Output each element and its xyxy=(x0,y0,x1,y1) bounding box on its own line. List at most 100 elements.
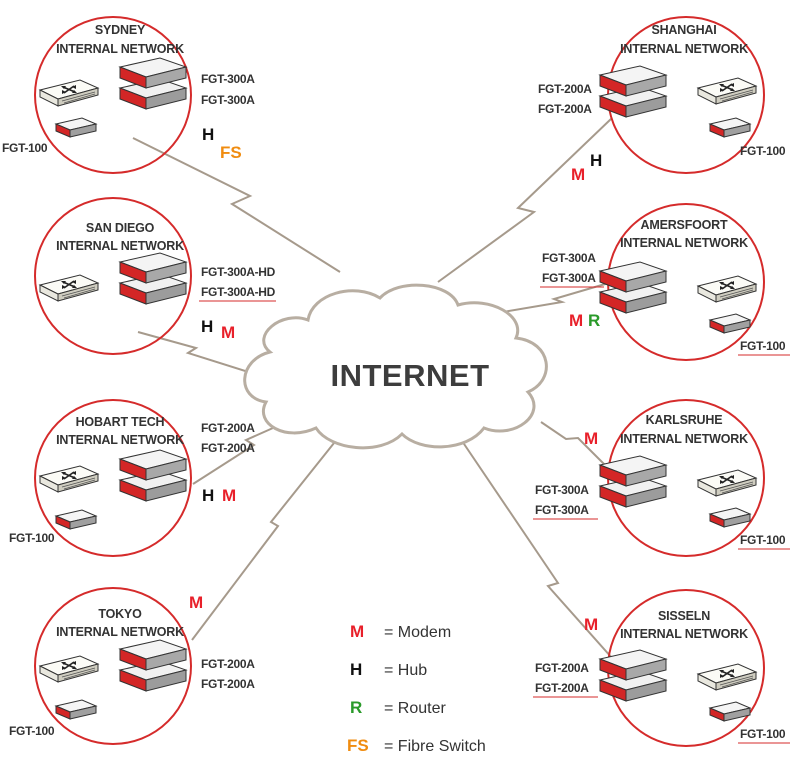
switch-icon xyxy=(697,469,757,497)
legend-text: = Modem xyxy=(384,624,451,641)
legend-text: = Router xyxy=(384,700,446,717)
site-title: TOKYO xyxy=(98,607,142,621)
firewall-small-icon xyxy=(55,699,97,720)
link-karlsruhe xyxy=(540,421,607,467)
small-model-label: FGT-100 xyxy=(740,727,786,741)
small-model-label: FGT-100 xyxy=(2,141,48,155)
model-label: FGT-200A xyxy=(201,421,255,435)
legend-code: R xyxy=(350,698,362,717)
model-label: FGT-300A xyxy=(201,93,255,107)
router-code: R xyxy=(588,311,600,330)
firewall-small-icon xyxy=(709,701,751,722)
model-label: FGT-200A xyxy=(201,657,255,671)
model-label: FGT-300A xyxy=(542,271,596,285)
firewall-small-icon xyxy=(709,313,751,334)
firewall-pair-icon xyxy=(599,649,667,702)
small-model-label: FGT-100 xyxy=(9,531,55,545)
legend-code: FS xyxy=(347,736,369,755)
link-san-diego xyxy=(137,331,259,376)
site-hobart-tech: HOBART TECH INTERNAL NETWORK FGT-200A FG… xyxy=(9,399,256,557)
model-label: FGT-300A-HD xyxy=(201,265,276,279)
model-label: FGT-200A xyxy=(201,677,255,691)
small-model-label: FGT-100 xyxy=(740,533,786,547)
firewall-small-icon xyxy=(709,507,751,528)
firewall-small-icon xyxy=(55,117,97,138)
model-label: FGT-200A xyxy=(201,441,255,455)
modem-code: M xyxy=(221,323,235,342)
modem-code: M xyxy=(569,311,583,330)
internet-cloud: INTERNET xyxy=(243,283,548,450)
model-label: FGT-200A xyxy=(535,681,589,695)
switch-icon xyxy=(39,79,99,107)
switch-icon xyxy=(697,663,757,691)
site-subtitle: INTERNAL NETWORK xyxy=(56,433,184,447)
switch-icon xyxy=(697,275,757,303)
site-subtitle: INTERNAL NETWORK xyxy=(56,42,184,56)
model-label: FGT-300A xyxy=(535,483,589,497)
link-shanghai xyxy=(437,117,613,283)
firewall-small-icon xyxy=(709,117,751,138)
site-sydney: SYDNEY INTERNAL NETWORK FGT-300A FGT-300… xyxy=(2,16,256,174)
model-label: FGT-300A-HD xyxy=(201,285,276,299)
firewall-pair-icon xyxy=(119,449,187,502)
site-title: SISSELN xyxy=(658,609,710,623)
site-title: AMERSFOORT xyxy=(641,218,728,232)
model-label: FGT-300A xyxy=(535,503,589,517)
switch-icon xyxy=(697,77,757,105)
hub-code: H xyxy=(202,125,214,144)
modem-code: M xyxy=(571,165,585,184)
site-title: SAN DIEGO xyxy=(86,221,155,235)
site-amersfoort: AMERSFOORT INTERNAL NETWORK FGT-300A FGT… xyxy=(540,203,790,361)
modem-code: M xyxy=(584,429,598,448)
firewall-small-icon xyxy=(55,509,97,530)
legend-text: = Fibre Switch xyxy=(384,738,486,755)
legend-code: M xyxy=(350,622,364,641)
site-subtitle: INTERNAL NETWORK xyxy=(620,42,748,56)
model-label: FGT-200A xyxy=(538,102,592,116)
site-sisseln: SISSELN INTERNAL NETWORK FGT-200A FGT-20… xyxy=(533,589,790,747)
small-model-label: FGT-100 xyxy=(740,339,786,353)
legend-text: = Hub xyxy=(384,662,427,679)
legend: M = Modem H = Hub R = Router FS = Fibre … xyxy=(347,622,486,755)
site-subtitle: INTERNAL NETWORK xyxy=(56,625,184,639)
model-label: FGT-200A xyxy=(538,82,592,96)
modem-code: M xyxy=(584,615,598,634)
firewall-pair-icon xyxy=(119,639,187,692)
hub-code: H xyxy=(202,486,214,505)
switch-icon xyxy=(39,655,99,683)
hub-code: H xyxy=(201,317,213,336)
site-title: SYDNEY xyxy=(95,23,146,37)
hub-code: H xyxy=(590,151,602,170)
link-sisseln xyxy=(459,437,613,659)
legend-code: H xyxy=(350,660,362,679)
site-subtitle: INTERNAL NETWORK xyxy=(620,236,748,250)
site-tokyo: TOKYO INTERNAL NETWORK FGT-200A FGT-200A… xyxy=(9,587,256,745)
model-label: FGT-300A xyxy=(542,251,596,265)
small-model-label: FGT-100 xyxy=(740,144,786,158)
link-tokyo xyxy=(191,437,339,641)
site-karlsruhe: KARLSRUHE INTERNAL NETWORK FGT-300A FGT-… xyxy=(533,399,790,557)
firewall-pair-icon xyxy=(119,252,187,305)
site-subtitle: INTERNAL NETWORK xyxy=(56,239,184,253)
link-amersfoort xyxy=(496,281,613,314)
site-subtitle: INTERNAL NETWORK xyxy=(620,627,748,641)
switch-icon xyxy=(39,465,99,493)
firewall-pair-icon xyxy=(599,261,667,314)
model-label: FGT-300A xyxy=(201,72,255,86)
small-model-label: FGT-100 xyxy=(9,724,55,738)
firewall-pair-icon xyxy=(599,455,667,508)
firewall-pair-icon xyxy=(599,65,667,118)
model-label: FGT-200A xyxy=(535,661,589,675)
link-sydney xyxy=(132,137,341,273)
site-title: SHANGHAI xyxy=(651,23,716,37)
firewall-pair-icon xyxy=(119,57,187,110)
fibre-switch-code: FS xyxy=(220,143,242,162)
site-san-diego: SAN DIEGO INTERNAL NETWORK FGT-300A-HD F… xyxy=(34,197,276,355)
site-subtitle: INTERNAL NETWORK xyxy=(620,432,748,446)
site-title: KARLSRUHE xyxy=(646,413,723,427)
switch-icon xyxy=(39,274,99,302)
modem-code: M xyxy=(189,593,203,612)
modem-code: M xyxy=(222,486,236,505)
